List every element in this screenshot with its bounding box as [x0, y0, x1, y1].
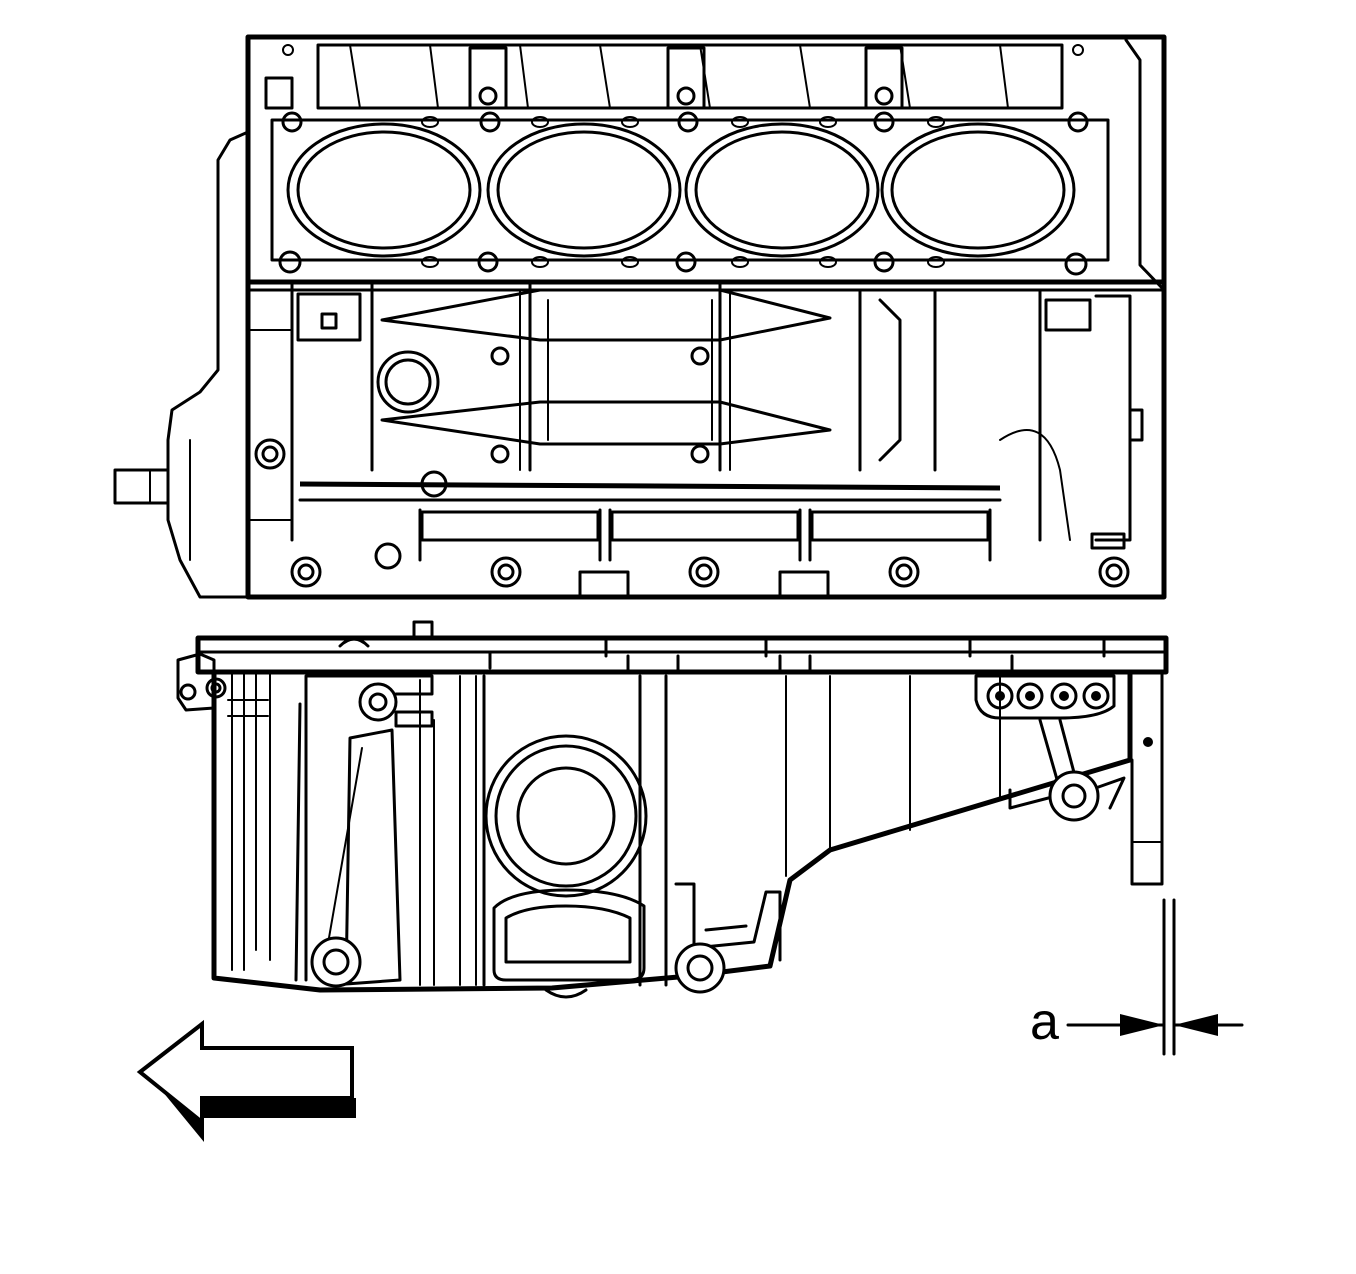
clearance-dimension: a	[1030, 898, 1244, 1056]
oil-pan-flange	[195, 635, 1169, 675]
cam-bore	[376, 350, 440, 414]
deck-pockets	[264, 43, 1084, 110]
main-bearings	[247, 329, 1130, 599]
front-cover	[166, 130, 250, 599]
cylinder-bores	[270, 111, 1110, 276]
cylinder-bore-3	[684, 122, 880, 258]
oil-pan-body	[211, 672, 1133, 993]
direction-arrow-left-icon	[136, 1019, 356, 1142]
callout-a-label: a	[1030, 993, 1059, 1051]
drain-boss	[482, 674, 668, 999]
engine-block-outline	[245, 34, 1167, 600]
engine-block	[113, 34, 1167, 600]
dipstick-tube	[412, 620, 434, 640]
cylinder-bore-2	[486, 122, 682, 258]
oil-pan	[176, 620, 1169, 999]
crankshaft-snout	[113, 468, 170, 505]
cylinder-bore-4	[880, 122, 1076, 258]
cylinder-bore-1	[286, 122, 482, 258]
crankcase-ribs	[246, 279, 1166, 542]
